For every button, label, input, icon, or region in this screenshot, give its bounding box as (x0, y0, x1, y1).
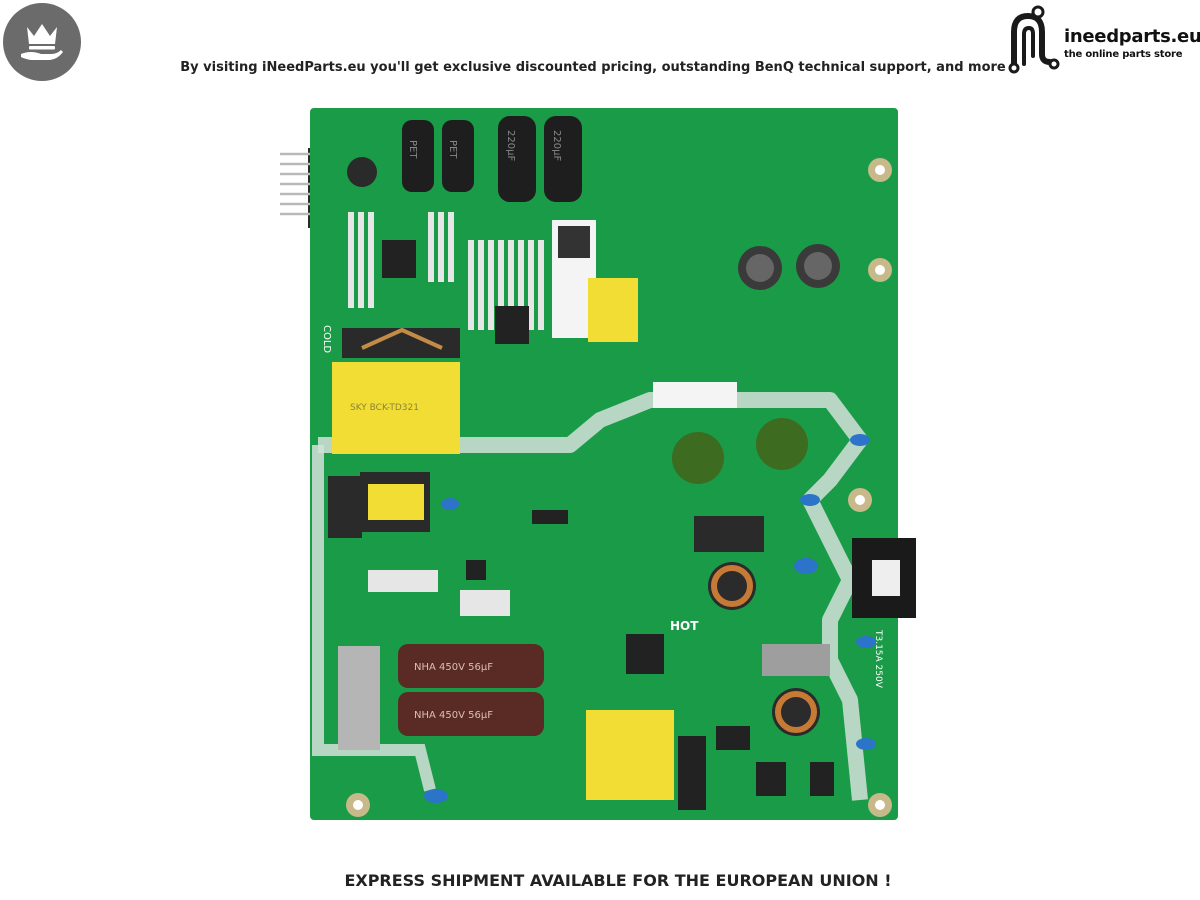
crown-hand-icon (3, 3, 81, 81)
cap-label-3: 220µF (505, 130, 516, 161)
logo-text: ineedparts.eu the online parts store (1064, 28, 1200, 60)
bottom-cap-label-1: NHA 450V 56µF (414, 662, 493, 673)
power-supply-board-svg: PET PET 220µF 220µF COLD SKY BCK-TD321 (280, 108, 916, 820)
bottom-cap-label-2: NHA 450V 56µF (414, 710, 493, 721)
promo-tagline: By visiting iNeedParts.eu you'll get exc… (180, 60, 1006, 75)
shipping-banner: EXPRESS SHIPMENT AVAILABLE FOR THE EUROP… (344, 871, 892, 890)
transformer-label: SKY BCK-TD321 (350, 403, 419, 413)
top-capacitors: PET PET 220µF 220µF (402, 116, 582, 202)
heat-sinks (348, 212, 544, 616)
hot-label: HOT (670, 619, 699, 633)
bottom-capacitor-2 (398, 692, 544, 736)
cap-label-4: 220µF (551, 130, 562, 161)
logo-subtitle: the online parts store (1064, 49, 1183, 60)
cap-label-1: PET (407, 140, 418, 159)
cold-label: COLD (321, 325, 332, 353)
main-transformer (332, 362, 460, 454)
logo-name: ineedparts.eu (1064, 26, 1200, 47)
ineedparts-logo[interactable]: ineedparts.eu the online parts store (1002, 2, 1200, 78)
crown-hand-icon-svg (21, 24, 63, 60)
logo-mark-icon (1008, 5, 1060, 74)
power-supply-board: PET PET 220µF 220µF COLD SKY BCK-TD321 (270, 100, 930, 830)
fuse-label: T3.15A 250V (873, 629, 883, 689)
cap-label-2: PET (447, 140, 458, 159)
bottom-capacitor-1 (398, 644, 544, 688)
